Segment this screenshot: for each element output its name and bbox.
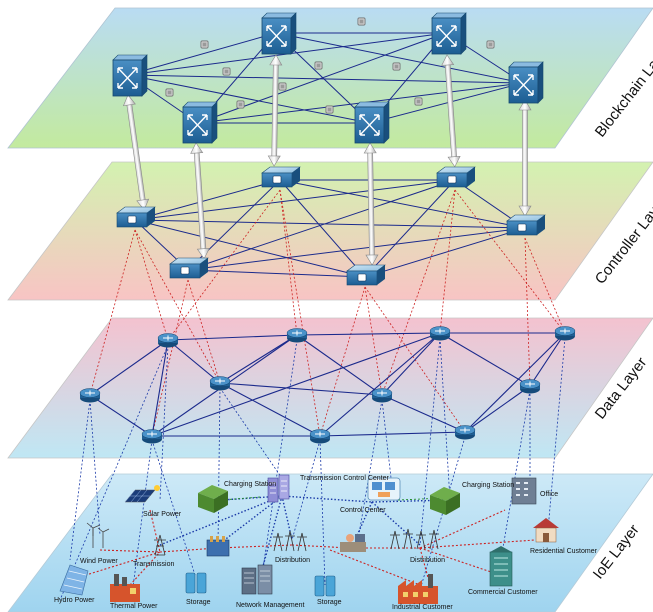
double-arrow bbox=[441, 54, 461, 168]
transmission-control-center-label: Transmission Control Center bbox=[300, 475, 389, 482]
wind-turbine-icon bbox=[86, 522, 110, 548]
distribution-label: Distribution bbox=[275, 557, 310, 564]
ioe-devices bbox=[59, 474, 559, 604]
double-arrow bbox=[518, 99, 532, 217]
distribution-label: Distribution bbox=[410, 557, 445, 564]
factory-icon bbox=[398, 574, 438, 604]
chain-block-icon bbox=[486, 40, 495, 49]
controller-switch-icon bbox=[169, 257, 209, 279]
residential-customer-label: Residential Customer bbox=[530, 548, 598, 555]
hydro-dam-icon bbox=[59, 564, 89, 596]
charging-station-label: Charging Station bbox=[462, 482, 514, 489]
thermal-power-plant-icon bbox=[110, 574, 140, 602]
double-arrow bbox=[363, 142, 379, 266]
server-stack-icon bbox=[267, 474, 290, 503]
chain-block-icon bbox=[314, 61, 323, 70]
transformer-icon bbox=[206, 536, 230, 557]
controller-switch-icon bbox=[436, 166, 476, 188]
double-arrow bbox=[267, 54, 283, 167]
data-routers bbox=[79, 326, 576, 444]
charging-station-icon bbox=[430, 487, 460, 515]
blockchain-switch-icon bbox=[431, 12, 467, 55]
router-icon bbox=[79, 388, 101, 403]
office-label: Office bbox=[540, 491, 558, 498]
controller-switch-icon bbox=[261, 166, 301, 188]
router-icon bbox=[554, 326, 576, 341]
double-arrow bbox=[190, 142, 210, 260]
blockchain-switch-icon bbox=[261, 12, 297, 55]
industrial-customer-label: Industrial Customer bbox=[392, 604, 453, 611]
router-icon bbox=[519, 379, 541, 394]
control-center-icon bbox=[367, 477, 401, 501]
double-arrow bbox=[122, 94, 150, 211]
storage-battery-icon bbox=[185, 572, 207, 594]
ioe-communication-links bbox=[159, 495, 451, 571]
controller-nodes bbox=[116, 166, 546, 286]
chain-block-icon bbox=[222, 67, 231, 76]
network-management-icon bbox=[241, 564, 273, 595]
wind-power-label: Wind Power bbox=[80, 558, 118, 565]
chain-block-icon bbox=[357, 17, 366, 26]
house-icon bbox=[533, 518, 559, 543]
chain-block-icon bbox=[392, 62, 401, 71]
control-center-label: Control Center bbox=[340, 507, 386, 514]
transmission-tower-icon bbox=[154, 534, 166, 556]
hydro-power-label: Hydro Power bbox=[54, 597, 95, 604]
operator-desk-icon bbox=[340, 534, 366, 552]
controller-switch-icon bbox=[116, 206, 156, 228]
solar-power-label: Solar Power bbox=[143, 511, 182, 518]
blockchain-plane bbox=[7, 7, 653, 149]
router-icon bbox=[429, 326, 451, 341]
blockchain-switch-icon bbox=[182, 101, 218, 144]
router-icon bbox=[157, 333, 179, 348]
commercial-building-icon bbox=[489, 546, 513, 587]
router-icon bbox=[309, 429, 331, 444]
data-plane bbox=[7, 317, 653, 459]
distribution-towers-icon bbox=[390, 528, 439, 550]
data-links bbox=[89, 332, 566, 437]
chain-block-icon bbox=[325, 105, 334, 114]
commercial-customer-label: Commercial Customer bbox=[468, 589, 538, 596]
router-icon bbox=[454, 425, 476, 440]
chain-block-icon bbox=[278, 82, 287, 91]
data-ioe-dotted-links bbox=[59, 337, 566, 601]
charging-station-label: Charging Station bbox=[224, 481, 276, 488]
distribution-towers-icon bbox=[273, 530, 307, 552]
blockchain-nodes bbox=[112, 12, 544, 144]
storage-battery-icon bbox=[314, 575, 336, 597]
controller-plane bbox=[7, 161, 653, 301]
ioe-labels: Charging Station Transmission Control Ce… bbox=[54, 475, 598, 611]
ioe-power-links bbox=[69, 509, 536, 586]
storage-label: Storage bbox=[186, 599, 211, 606]
office-building-icon bbox=[511, 477, 537, 505]
router-icon bbox=[141, 429, 163, 444]
blockchain-controller-arrows bbox=[122, 54, 532, 266]
thermal-power-label: Thermal Power bbox=[110, 603, 158, 610]
router-icon bbox=[209, 376, 231, 391]
chain-block-icon bbox=[165, 88, 174, 97]
controller-switch-icon bbox=[506, 214, 546, 236]
controller-switch-icon bbox=[346, 264, 386, 286]
router-icon bbox=[286, 328, 308, 343]
chain-block-icon bbox=[236, 100, 245, 109]
controller-data-dotted-links bbox=[89, 189, 566, 437]
blockchain-switch-icon bbox=[508, 61, 544, 104]
router-icon bbox=[371, 388, 393, 403]
solar-panel-icon bbox=[124, 485, 160, 503]
chain-block-icon bbox=[200, 40, 209, 49]
network-management-label: Network Management bbox=[236, 602, 305, 609]
blockchain-switch-icon bbox=[112, 54, 148, 97]
storage-label: Storage bbox=[317, 599, 342, 606]
charging-station-icon bbox=[198, 485, 228, 513]
chain-block-icon bbox=[414, 97, 423, 106]
transmission-label: Transmission bbox=[133, 561, 174, 568]
blockchain-switch-icon bbox=[354, 101, 390, 144]
